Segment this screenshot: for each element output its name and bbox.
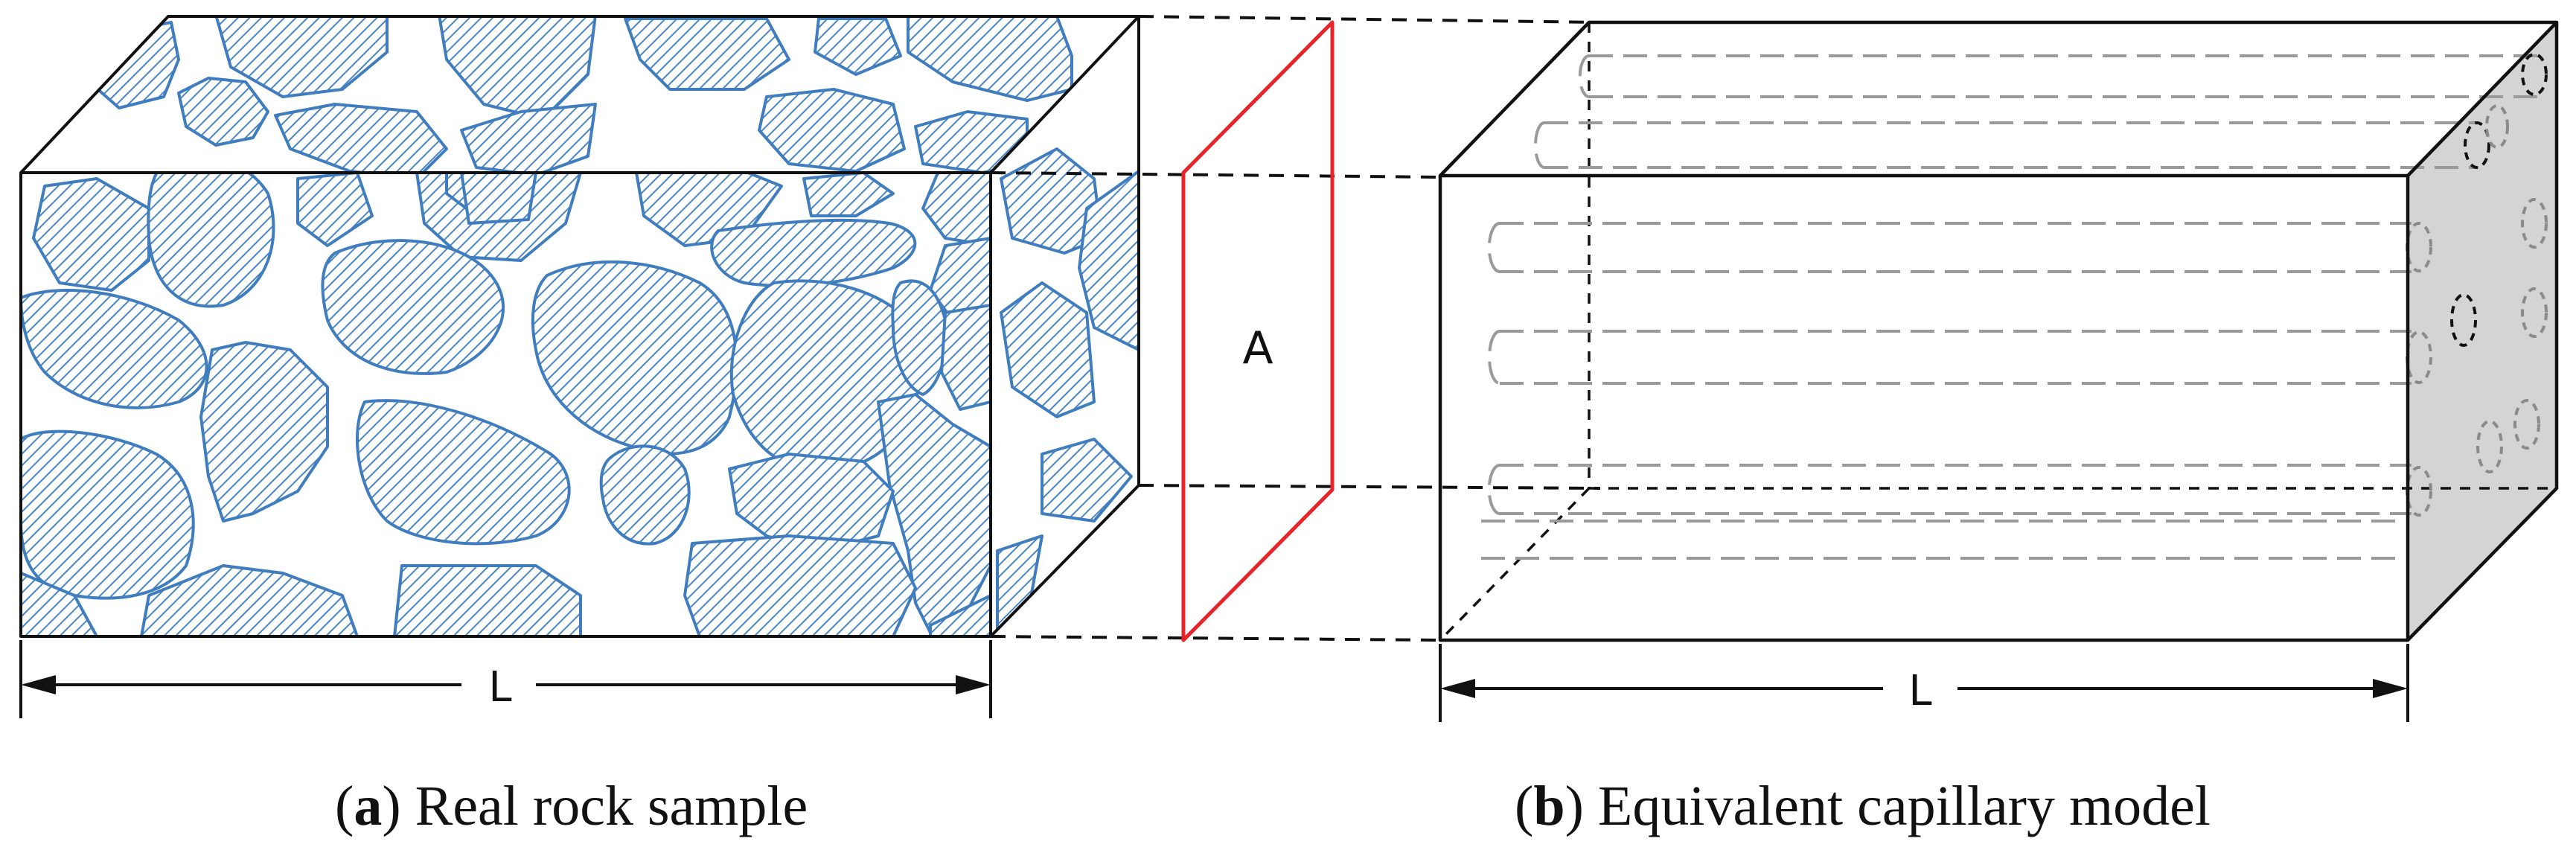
grain xyxy=(758,88,906,173)
grain xyxy=(1041,438,1133,523)
grain xyxy=(1078,170,1139,351)
end-face xyxy=(2408,22,2557,640)
length-label-a: L xyxy=(488,663,511,712)
caption-a-text: Real rock sample xyxy=(401,775,808,837)
grain xyxy=(21,429,195,600)
hidden-edges xyxy=(1439,22,2557,642)
capillary-tube xyxy=(1534,121,2478,169)
grain xyxy=(929,594,991,636)
caption-a-letter: a xyxy=(354,775,382,837)
grain xyxy=(214,16,389,98)
capillary-tube xyxy=(1487,464,2412,515)
grain xyxy=(729,279,924,473)
grain xyxy=(914,110,1029,173)
grain xyxy=(599,444,691,546)
caption-b: (b) Equivalent capillary model xyxy=(1515,775,2211,837)
grain xyxy=(199,341,329,523)
projection-lines xyxy=(990,15,1601,642)
length-dimension-a: L xyxy=(19,640,992,718)
grain xyxy=(802,173,895,217)
grain xyxy=(996,534,1043,634)
grain xyxy=(21,572,98,636)
grain xyxy=(460,103,597,173)
capillary-block-outline xyxy=(1438,20,2559,642)
grain xyxy=(940,304,991,411)
grain xyxy=(891,279,947,396)
rock-sample-block: L (a) Real rock sample xyxy=(19,15,1140,837)
capillary-tube xyxy=(1578,54,2538,98)
grain xyxy=(624,17,790,91)
section-label: A xyxy=(1242,322,1273,374)
tube-openings xyxy=(2406,53,2548,517)
capillary-tube xyxy=(1487,222,2412,273)
caption-a: (a) Real rock sample xyxy=(335,775,808,837)
grain xyxy=(32,177,150,292)
grain xyxy=(1063,73,1139,173)
grain xyxy=(88,21,180,109)
grain xyxy=(296,173,374,247)
grain xyxy=(140,564,359,636)
grain xyxy=(356,399,571,546)
top-face-grains xyxy=(88,16,1139,173)
grain xyxy=(438,16,597,121)
cross-section-plane: A xyxy=(1181,20,1335,642)
grain xyxy=(177,77,269,147)
grain xyxy=(921,173,991,247)
front-face-grains xyxy=(21,173,991,636)
grain xyxy=(531,260,738,456)
grain xyxy=(683,534,917,636)
capillary-tube xyxy=(1481,520,2400,560)
grain xyxy=(814,17,902,76)
capillary-tubes xyxy=(1481,54,2538,560)
grain xyxy=(274,103,448,173)
grain xyxy=(21,289,208,409)
length-dimension-b: L xyxy=(1439,644,2409,722)
grain xyxy=(460,173,537,225)
grain xyxy=(710,218,917,287)
side-face-grains xyxy=(996,147,1139,634)
caption-b-letter: b xyxy=(1533,775,1565,837)
grain xyxy=(728,453,895,552)
grain xyxy=(907,16,1073,102)
capillary-model-block: L (b) Equivalent capillary model xyxy=(1438,20,2559,837)
caption-b-text: Equivalent capillary model xyxy=(1584,775,2211,837)
grain xyxy=(147,173,275,308)
grain xyxy=(1000,281,1096,418)
grain xyxy=(321,239,505,375)
capillary-tube xyxy=(1488,330,2412,385)
length-label-b: L xyxy=(1908,667,1931,715)
grain xyxy=(393,564,582,636)
